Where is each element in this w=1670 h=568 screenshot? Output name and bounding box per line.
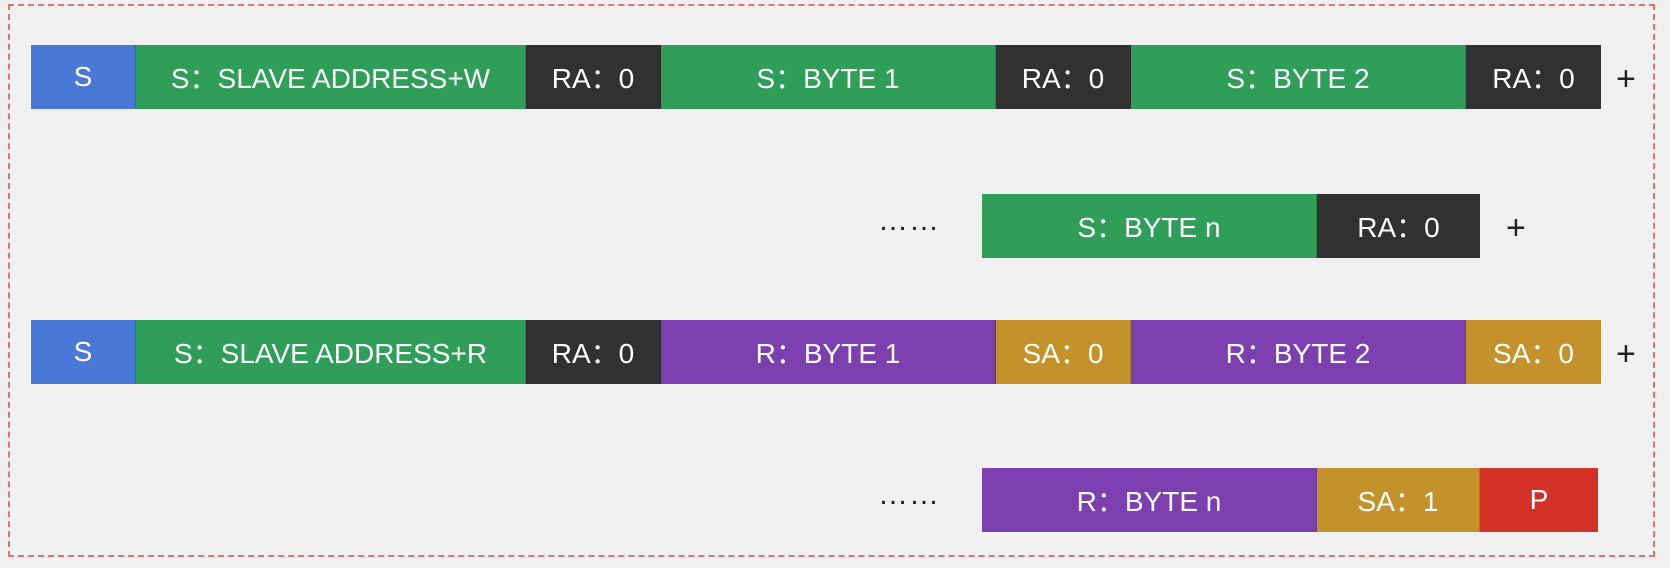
sender-nack-block: SA：1	[1317, 468, 1480, 532]
receiver-ack-block: RA：0	[1317, 194, 1480, 258]
send-byte-n-block: S：BYTE n	[982, 194, 1317, 258]
receiver-ack-block: RA：0	[526, 45, 661, 109]
read-byte-2-block: R：BYTE 2	[1131, 320, 1466, 384]
write-sequence-row: S S：SLAVE ADDRESS+W RA：0 S：BYTE 1 RA：0 S…	[31, 45, 1601, 109]
read-byte-1-block: R：BYTE 1	[661, 320, 996, 384]
start-condition-block: S	[31, 45, 136, 109]
slave-address-read-block: S：SLAVE ADDRESS+R	[136, 320, 526, 384]
write-byte-n-row: S：BYTE n RA：0	[982, 194, 1480, 258]
send-byte-2-block: S：BYTE 2	[1131, 45, 1466, 109]
send-byte-1-block: S：BYTE 1	[661, 45, 996, 109]
ellipsis: ……	[878, 478, 940, 511]
receiver-ack-block: RA：0	[526, 320, 661, 384]
stop-condition-block: P	[1480, 468, 1598, 532]
continuation-plus: +	[1616, 335, 1636, 373]
read-byte-n-block: R：BYTE n	[982, 468, 1317, 532]
continuation-plus: +	[1616, 60, 1636, 98]
sender-ack-block: SA：0	[1466, 320, 1601, 384]
slave-address-write-block: S：SLAVE ADDRESS+W	[136, 45, 526, 109]
receiver-ack-block: RA：0	[996, 45, 1131, 109]
continuation-plus: +	[1506, 209, 1526, 247]
start-condition-block: S	[31, 320, 136, 384]
diagram-frame	[8, 4, 1655, 557]
read-byte-n-row: R：BYTE n SA：1 P	[982, 468, 1598, 532]
ellipsis: ……	[878, 204, 940, 237]
receiver-ack-block: RA：0	[1466, 45, 1601, 109]
read-sequence-row: S S：SLAVE ADDRESS+R RA：0 R：BYTE 1 SA：0 R…	[31, 320, 1601, 384]
sender-ack-block: SA：0	[996, 320, 1131, 384]
